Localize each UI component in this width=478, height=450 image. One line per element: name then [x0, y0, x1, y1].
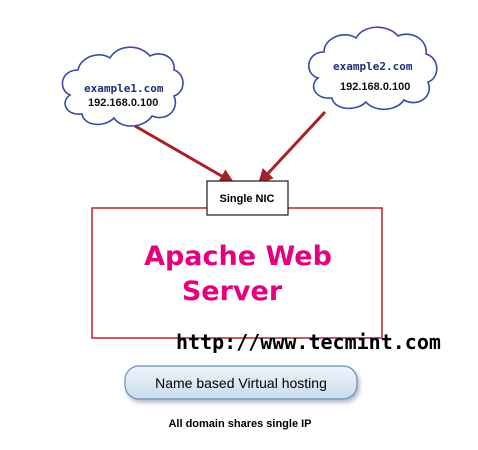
server-title-line2: Server	[182, 276, 283, 307]
cloud-ip-label: 192.168.0.100	[88, 97, 158, 109]
cloud-ip-label: 192.168.0.100	[340, 81, 410, 93]
single-nic-box: Single NIC	[206, 180, 289, 216]
cloud-example1: example1.com 192.168.0.100	[61, 46, 184, 127]
arrow-from-example2	[257, 110, 327, 185]
apache-server-box	[91, 207, 383, 339]
cloud-shape-icon	[61, 46, 184, 127]
cloud-domain-label: example1.com	[84, 82, 164, 95]
diagram-caption: All domain shares single IP	[168, 418, 311, 430]
nic-border	[206, 180, 289, 216]
callout-text: Name based Virtual hosting	[155, 375, 327, 391]
cloud-example2: example2.com 192.168.0.100	[308, 26, 438, 111]
cloud-shape-icon	[308, 26, 438, 111]
cloud-domain-label: example2.com	[333, 60, 413, 73]
callout-shape	[124, 365, 358, 400]
arrow-from-example1	[134, 124, 235, 184]
virtual-hosting-callout: Name based Virtual hosting	[124, 365, 358, 400]
tecmint-watermark: http://www.tecmint.com	[176, 330, 441, 354]
server-title-line1: Apache Web	[144, 241, 332, 272]
nic-label: Single NIC	[219, 193, 274, 205]
